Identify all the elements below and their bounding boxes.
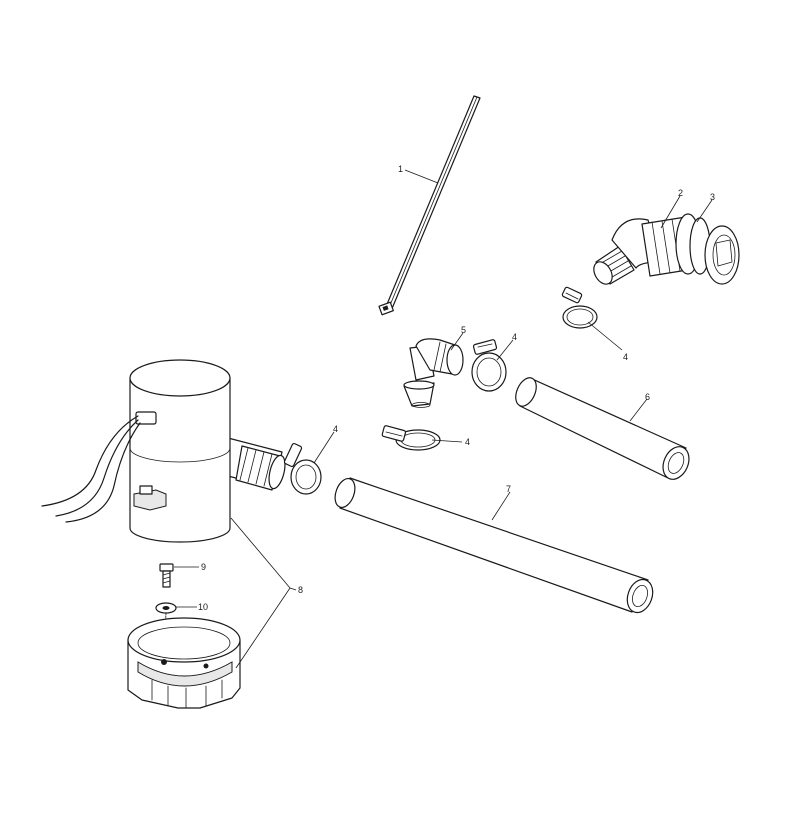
thru-hull-fitting — [593, 213, 740, 285]
callout-9: 9 — [201, 562, 206, 572]
callout-4-pump-outlet: 4 — [333, 424, 338, 434]
callout-4-upper-right: 4 — [623, 352, 628, 362]
hose-clamp-upper-right — [561, 286, 598, 329]
bilge-pump — [41, 359, 286, 543]
elbow-connector — [403, 338, 464, 408]
screw — [159, 563, 174, 588]
callout-4-lower-middle: 4 — [465, 437, 470, 447]
cable-tie — [378, 95, 481, 316]
callout-labels: 1 2 3 4 5 4 4 4 6 7 8 9 10 — [198, 164, 715, 612]
hose-clamp-pump-outlet — [283, 442, 322, 495]
pump-base — [127, 617, 241, 709]
hose-short — [515, 377, 690, 480]
callout-1: 1 — [398, 164, 403, 174]
hose-clamp-middle — [471, 339, 507, 392]
hose-clamp-lower-middle — [381, 425, 441, 451]
callout-6: 6 — [645, 392, 650, 402]
callout-3: 3 — [710, 192, 715, 202]
hose-long — [334, 477, 654, 614]
callout-4-middle: 4 — [512, 332, 517, 342]
callout-5: 5 — [461, 325, 466, 335]
callout-10: 10 — [198, 602, 208, 612]
callout-2: 2 — [678, 188, 683, 198]
callout-8: 8 — [298, 585, 303, 595]
callout-7: 7 — [506, 484, 511, 494]
leader-lines — [174, 169, 713, 669]
